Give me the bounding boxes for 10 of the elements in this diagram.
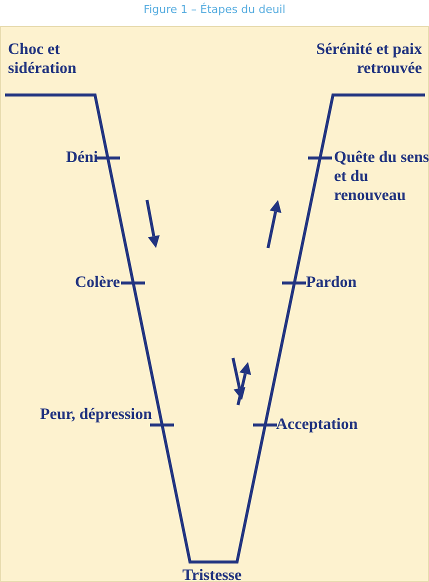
stage-label: Colère <box>74 273 120 292</box>
stage-label: Sérénité et paix retrouvée <box>315 40 422 78</box>
stage-label: Déni <box>65 148 98 167</box>
stage-label: Acceptation <box>276 415 359 434</box>
stage-label: Choc et sidération <box>8 40 78 78</box>
stage-label: Quête du sens et du renouveau <box>334 148 429 205</box>
figure-title: Figure 1 – Étapes du deuil <box>142 3 286 16</box>
stage-label: Peur, dépression <box>40 405 152 424</box>
stage-label: Pardon <box>306 273 358 292</box>
stage-label: Tristesse <box>181 566 243 582</box>
